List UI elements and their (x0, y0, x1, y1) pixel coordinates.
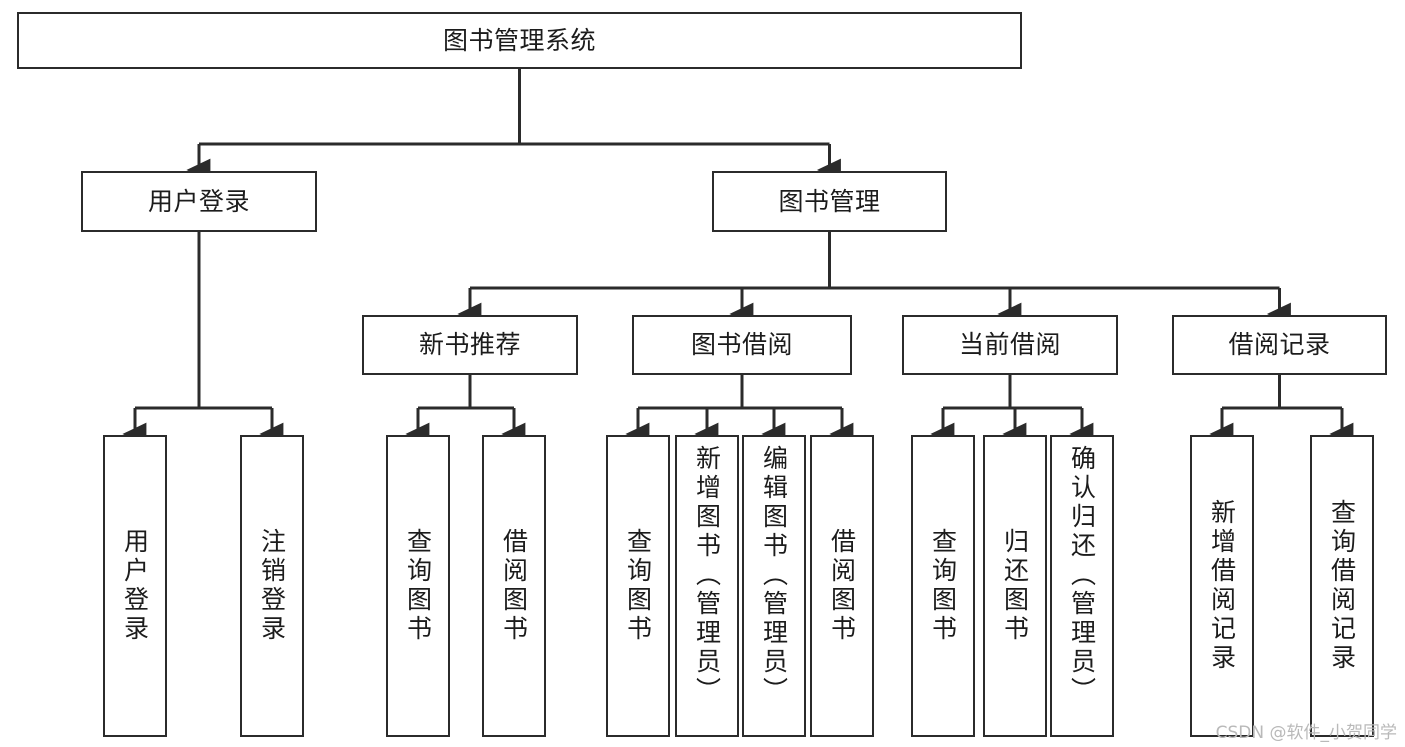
node-leaf-bb-add-label: 新增图书（管理员） (692, 445, 722, 706)
node-borrow-record-label: 借阅记录 (1228, 330, 1331, 359)
node-leaf-cb-return[interactable]: 归还图书 (983, 435, 1047, 737)
node-borrow-record[interactable]: 借阅记录 (1172, 315, 1387, 375)
node-leaf-bb-query-label: 查询图书 (623, 528, 653, 644)
node-leaf-br-add-label: 新增借阅记录 (1207, 499, 1237, 673)
node-leaf-nbr-query-label: 查询图书 (403, 528, 433, 644)
node-leaf-br-add[interactable]: 新增借阅记录 (1190, 435, 1254, 737)
node-book-manage[interactable]: 图书管理 (712, 171, 947, 232)
node-leaf-bb-borrow-label: 借阅图书 (827, 528, 857, 644)
node-new-book-recommend-label: 新书推荐 (418, 330, 521, 359)
node-leaf-nbr-borrow-label: 借阅图书 (499, 528, 529, 644)
node-leaf-nbr-query[interactable]: 查询图书 (386, 435, 450, 737)
node-leaf-cb-query[interactable]: 查询图书 (911, 435, 975, 737)
node-new-book-recommend[interactable]: 新书推荐 (362, 315, 578, 375)
node-leaf-bb-edit[interactable]: 编辑图书（管理员） (742, 435, 806, 737)
node-leaf-bb-add[interactable]: 新增图书（管理员） (675, 435, 739, 737)
node-leaf-bb-query[interactable]: 查询图书 (606, 435, 670, 737)
node-leaf-nbr-borrow[interactable]: 借阅图书 (482, 435, 546, 737)
node-user-login-label: 用户登录 (147, 186, 250, 216)
node-leaf-cb-return-label: 归还图书 (1000, 528, 1030, 644)
node-current-borrow[interactable]: 当前借阅 (902, 315, 1118, 375)
node-leaf-user-login-label: 用户登录 (120, 528, 150, 644)
node-leaf-cb-query-label: 查询图书 (928, 528, 958, 644)
node-book-borrow-label: 图书借阅 (690, 330, 793, 359)
node-leaf-br-query-label: 查询借阅记录 (1327, 499, 1357, 673)
node-leaf-cb-confirm[interactable]: 确认归还（管理员） (1050, 435, 1114, 737)
node-leaf-user-login[interactable]: 用户登录 (103, 435, 167, 737)
node-leaf-bb-edit-label: 编辑图书（管理员） (759, 445, 789, 706)
node-root-label: 图书管理系统 (442, 25, 596, 55)
node-leaf-user-logout[interactable]: 注销登录 (240, 435, 304, 737)
node-user-login[interactable]: 用户登录 (81, 171, 317, 232)
node-book-borrow[interactable]: 图书借阅 (632, 315, 852, 375)
csdn-watermark: CSDN @软件_小贺同学 (1215, 723, 1397, 743)
node-leaf-cb-confirm-label: 确认归还（管理员） (1067, 445, 1097, 706)
node-book-manage-label: 图书管理 (778, 186, 881, 216)
node-leaf-bb-borrow[interactable]: 借阅图书 (810, 435, 874, 737)
edge-group (122, 69, 1354, 446)
node-root[interactable]: 图书管理系统 (17, 12, 1022, 69)
node-current-borrow-label: 当前借阅 (958, 330, 1061, 359)
node-leaf-br-query[interactable]: 查询借阅记录 (1310, 435, 1374, 737)
node-leaf-user-logout-label: 注销登录 (257, 528, 287, 644)
